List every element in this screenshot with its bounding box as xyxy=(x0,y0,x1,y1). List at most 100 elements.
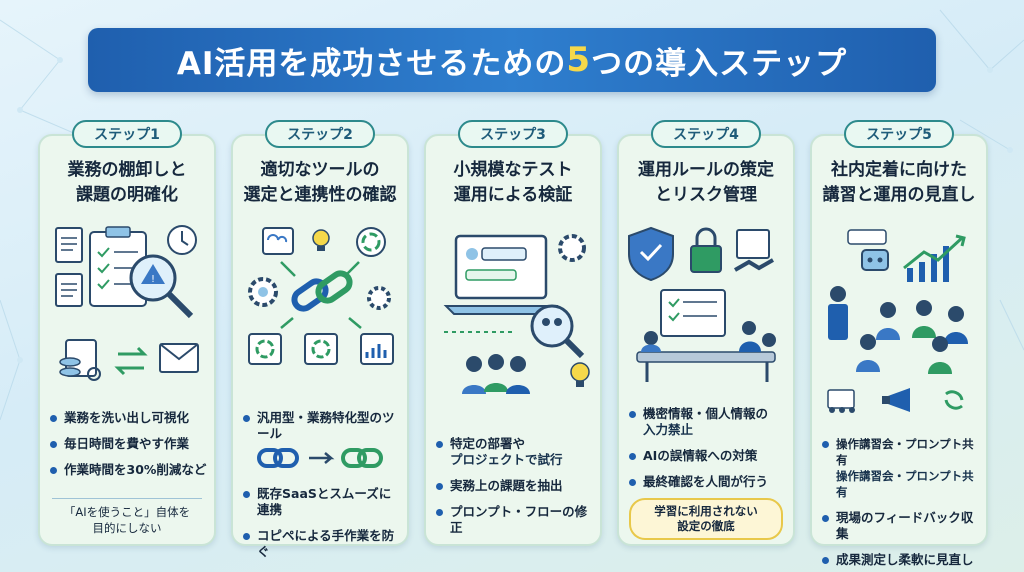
chain-link-icon xyxy=(257,448,383,468)
bullet-item: プロンプト・フローの修正 xyxy=(436,504,594,536)
gear-icon xyxy=(367,286,391,310)
heading-line: 運用ルールの策定 xyxy=(638,160,774,180)
training-icon xyxy=(856,300,968,374)
step-heading: 社内定着に向けた 講習と運用の見直し xyxy=(818,158,980,208)
bullet-item: 実務上の課題を抽出 xyxy=(436,478,594,494)
step1-illustration: ! xyxy=(55,225,199,381)
documents-icon xyxy=(55,273,83,307)
bullet-item: 現場のフィードバック収集 xyxy=(822,510,980,542)
bullet-item: 既存SaaSとスムーズに連携 xyxy=(243,486,401,518)
bullet-continuation: プロジェクトで試行 xyxy=(450,452,563,467)
handshake-icon xyxy=(734,229,774,272)
heading-line: 小規模なテスト xyxy=(453,160,573,180)
gear-icon xyxy=(248,277,278,307)
warning-magnifier-icon: ! xyxy=(129,254,194,319)
step-badge: ステップ1 xyxy=(72,120,182,148)
pill-line: 学習に利用されない xyxy=(654,504,758,518)
step-card-5: ステップ5 社内定着に向けた 講習と運用の見直し 操作講習会・プロンプト共有 操… xyxy=(810,120,988,567)
title-prefix: AI活用を成功させるための xyxy=(176,45,567,82)
heading-line: 適切なツールの xyxy=(260,160,380,180)
heading-line: 選定と連携性の確認 xyxy=(243,185,397,205)
step4-illustration xyxy=(628,226,776,382)
bullet-item: 特定の部署や xyxy=(436,436,594,452)
svg-text:!: ! xyxy=(151,274,155,285)
bullet-item: AIの誤情報への対策 xyxy=(629,448,787,464)
presenter-icon xyxy=(827,389,855,413)
bullet-list: 業務を洗い出し可視化 毎日時間を費やす作業 作業時間を30%削減など xyxy=(50,410,208,478)
bullet-list: 機密情報・個人情報の 入力禁止 AIの誤情報への対策 最終確認を人間が行う xyxy=(629,406,787,490)
cycle-icon xyxy=(304,333,338,365)
shield-check-icon xyxy=(628,226,674,282)
cloud-server-icon xyxy=(262,227,294,255)
note-line: 目的にしない xyxy=(92,521,162,535)
step-badge: ステップ5 xyxy=(844,120,954,148)
refresh-icon xyxy=(944,390,964,410)
database-icon xyxy=(59,339,101,381)
sync-arrows-icon xyxy=(114,346,148,376)
email-icon xyxy=(159,343,199,373)
bullet-item: 業務を洗い出し可視化 xyxy=(50,410,208,426)
bullet-item: 成果測定し柔軟に見直し xyxy=(822,552,980,568)
title-suffix: つの導入ステップ xyxy=(591,45,848,82)
heading-line: 講習と運用の見直し xyxy=(822,185,976,205)
step-card-1: ステップ1 業務の棚卸しと 課題の明確化 ! 業務を洗い出し可視化 毎日時間を費… xyxy=(38,120,216,546)
step-heading: 小規模なテスト 運用による検証 xyxy=(432,158,594,208)
heading-line: とリスク管理 xyxy=(655,185,757,205)
bullet-list: 操作講習会・プロンプト共有 操作講習会・プロンプト共有 現場のフィードバック収集… xyxy=(822,436,980,568)
step2-illustration xyxy=(248,227,394,365)
heading-line: 業務の棚卸しと xyxy=(67,160,187,180)
step-badge: ステップ2 xyxy=(265,120,375,148)
documents-icon xyxy=(55,227,83,263)
bullet-list: 汎用型・業務特化型のツール xyxy=(243,410,401,442)
step-badge: ステップ4 xyxy=(651,120,761,148)
growth-chart-icon xyxy=(903,234,966,282)
heading-line: 運用による検証 xyxy=(453,185,573,205)
speech-bubble-icon xyxy=(847,229,887,245)
step-card-4: ステップ4 運用ルールの策定 とリスク管理 機密情報・個人情報の 入力禁止 AI… xyxy=(617,120,795,546)
bullet-item: 作業時間を30%削減など xyxy=(50,462,208,478)
team-icon xyxy=(462,354,530,394)
bullet-continuation: 入力禁止 xyxy=(643,422,694,437)
padlock-icon xyxy=(690,227,722,273)
step5-illustration xyxy=(828,229,968,374)
meeting-icon xyxy=(636,289,776,382)
step-card-3: ステップ3 小規模なテスト 運用による検証 特定の部署や プロジェクトで試行 実… xyxy=(424,120,602,546)
robot-icon xyxy=(861,249,889,271)
icon-row xyxy=(827,388,964,413)
bullet-item: 毎日時間を費やす作業 xyxy=(50,436,208,452)
bullet-item: 操作講習会・プロンプト共有 xyxy=(822,436,980,468)
divider xyxy=(52,498,202,499)
step-card-2: ステップ2 適切なツールの 選定と連携性の確認 汎用型・業務特化型のツール 既存… xyxy=(231,120,409,559)
bullet-list: 既存SaaSとスムーズに連携 コピペによる手作業を防ぐ xyxy=(243,486,401,560)
clock-icon xyxy=(167,225,197,255)
chart-icon xyxy=(360,333,394,365)
presenter-icon xyxy=(828,286,848,340)
note: 「AIを使うこと」自体を 目的にしない xyxy=(46,504,208,536)
cycle-icon xyxy=(356,227,386,257)
step-heading: 適切なツールの 選定と連携性の確認 xyxy=(239,158,401,208)
bullet-continuation: 操作講習会・プロンプト共有 xyxy=(836,469,974,499)
bullet-list: 特定の部署や プロジェクトで試行 実務上の課題を抽出 プロンプト・フローの修正 xyxy=(436,436,594,536)
step-heading: 業務の棚卸しと 課題の明確化 xyxy=(46,158,208,208)
heading-line: 課題の明確化 xyxy=(76,185,178,205)
magnifier-team-icon xyxy=(530,304,585,359)
heading-line: 社内定着に向けた xyxy=(831,160,967,180)
lightbulb-icon xyxy=(570,362,590,387)
megaphone-icon xyxy=(882,388,910,412)
bullet-item: 汎用型・業務特化型のツール xyxy=(243,410,401,442)
lightbulb-icon xyxy=(312,229,330,251)
bullet-item: コピペによる手作業を防ぐ xyxy=(243,528,401,560)
cycle-icon xyxy=(248,333,282,365)
step3-illustration xyxy=(443,234,590,394)
step-heading: 運用ルールの策定 とリスク管理 xyxy=(625,158,787,208)
title-number: 5 xyxy=(566,40,592,80)
highlight-pill: 学習に利用されない 設定の徹底 xyxy=(629,498,783,540)
gear-icon xyxy=(558,234,586,262)
pill-line: 設定の徹底 xyxy=(677,519,735,533)
laptop-chat-icon xyxy=(443,234,559,315)
bullet-item: 最終確認を人間が行う xyxy=(629,474,787,490)
chain-link-icon xyxy=(291,270,353,312)
step-badge: ステップ3 xyxy=(458,120,568,148)
